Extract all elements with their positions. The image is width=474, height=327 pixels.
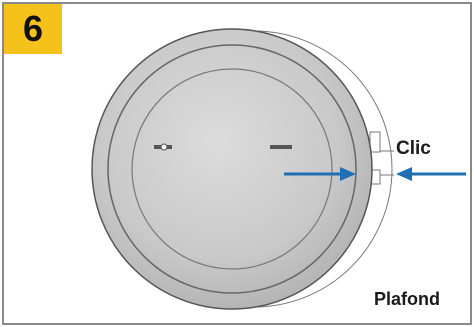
led-mark — [154, 143, 172, 151]
device-illustration — [91, 28, 466, 310]
push-arrow-right-icon — [396, 167, 466, 181]
step-badge: 6 — [4, 4, 62, 54]
detector-ring-outer — [107, 44, 357, 294]
slot-mark — [270, 145, 292, 149]
detector-ring-inner — [131, 68, 333, 270]
instruction-panel: 6 Clic Plafond — [2, 2, 472, 325]
ceiling-label: Plafond — [374, 289, 440, 309]
clic-label: Clic — [396, 138, 431, 159]
clip-tab-upper — [369, 131, 381, 153]
push-arrow-left-icon — [284, 167, 356, 181]
detector-housing — [91, 28, 373, 310]
